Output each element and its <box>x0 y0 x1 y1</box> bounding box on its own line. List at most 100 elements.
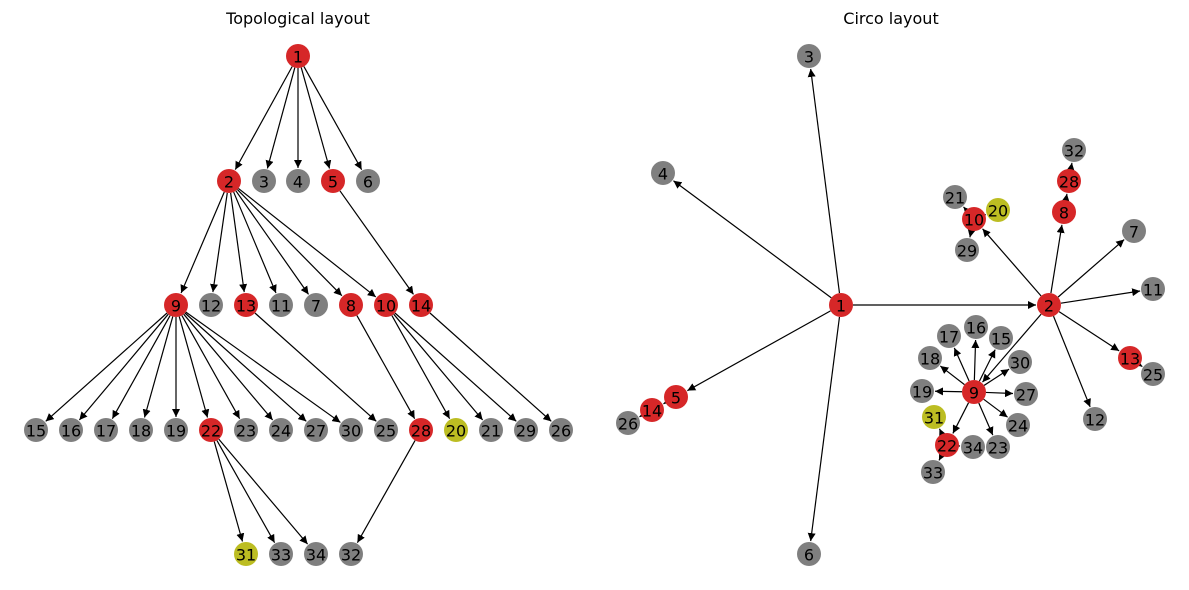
circo-node-26: 26 <box>616 411 640 435</box>
topological-edge-2-11 <box>233 191 277 294</box>
topological-node-circle-19 <box>164 418 188 442</box>
circo-node-circle-25 <box>1141 362 1165 386</box>
topological-node-circle-18 <box>129 418 153 442</box>
topological-node-circle-29 <box>514 418 538 442</box>
circo-edge-2-13 <box>1058 311 1120 352</box>
topological-node-circle-25 <box>374 418 398 442</box>
topological-node-1: 1 <box>286 44 310 68</box>
circo-node-circle-23 <box>986 435 1010 459</box>
circo-edge-10-21 <box>963 206 972 216</box>
circo-node-18: 18 <box>918 346 942 370</box>
topological-edge-1-2 <box>234 66 293 170</box>
circo-node-circle-20 <box>986 198 1010 222</box>
circo-node-circle-31 <box>922 405 946 429</box>
topological-edge-5-14 <box>339 190 414 295</box>
topological-edge-9-17 <box>111 315 171 419</box>
circo-node-label-9: 9 <box>969 384 979 403</box>
topological-edge-9-22 <box>178 316 210 418</box>
circo-edge-2-11 <box>1060 288 1141 304</box>
topological-node-9: 9 <box>164 293 188 317</box>
circo-node-circle-28 <box>1057 169 1081 193</box>
topological-node-label-4: 4 <box>293 173 303 192</box>
circo-node-4: 4 <box>651 161 675 185</box>
topological-edge-1-5 <box>300 67 332 169</box>
circo-node-circle-11 <box>1141 277 1165 301</box>
topological-node-circle-27 <box>304 418 328 442</box>
circo-edge-9-30 <box>983 368 1010 386</box>
topological-node-10: 10 <box>374 293 398 317</box>
topological-node-label-33: 33 <box>271 546 291 565</box>
circo-node-circle-2 <box>1037 293 1061 317</box>
topological-node-circle-6 <box>356 169 380 193</box>
topological-node-5: 5 <box>321 169 345 193</box>
topological-edge-10-29 <box>394 312 517 422</box>
circo-node-circle-22 <box>935 433 959 457</box>
topological-edge-2-8 <box>236 189 343 297</box>
circo-node-label-28: 28 <box>1059 173 1079 192</box>
circo-node-27: 27 <box>1014 382 1038 406</box>
topological-node-circle-26 <box>549 418 573 442</box>
circo-node-label-33: 33 <box>923 464 943 483</box>
topological-node-22: 22 <box>199 418 223 442</box>
circo-node-circle-19 <box>910 379 934 403</box>
circo-node-circle-3 <box>797 44 821 68</box>
topological-node-circle-5 <box>321 169 345 193</box>
circo-node-14: 14 <box>640 398 664 422</box>
circo-node-circle-27 <box>1014 382 1038 406</box>
topological-edge-22-33 <box>216 440 276 543</box>
circo-node-label-31: 31 <box>924 409 944 428</box>
topological-node-28: 28 <box>409 418 433 442</box>
circo-node-label-14: 14 <box>642 402 662 421</box>
topological-node-label-29: 29 <box>516 422 536 441</box>
circo-edge-13-25 <box>1133 358 1143 368</box>
circo-edge-5-14 <box>663 396 673 405</box>
circo-node-circle-15 <box>989 326 1013 350</box>
circo-edge-9-19 <box>934 387 963 396</box>
topological-node-8: 8 <box>339 293 363 317</box>
topological-node-33: 33 <box>269 542 293 566</box>
topological-edge-9-15 <box>45 312 168 422</box>
topological-node-label-2: 2 <box>224 173 234 192</box>
topological-node-label-6: 6 <box>363 173 373 192</box>
topological-node-7: 7 <box>304 293 328 317</box>
topological-edge-13-25 <box>254 312 377 422</box>
topological-node-23: 23 <box>234 418 258 442</box>
circo-edge-1-5 <box>687 310 831 392</box>
topological-node-6: 6 <box>356 169 380 193</box>
topological-node-circle-13 <box>234 293 258 317</box>
circo-node-6: 6 <box>797 542 821 566</box>
circo-node-10: 10 <box>962 207 986 231</box>
topological-node-circle-8 <box>339 293 363 317</box>
circo-node-circle-8 <box>1052 200 1076 224</box>
circo-edge-22-33 <box>938 451 947 461</box>
topological-node-label-24: 24 <box>271 422 291 441</box>
circo-node-32: 32 <box>1062 138 1086 162</box>
circo-edge-9-27 <box>985 389 1014 398</box>
circo-node-7: 7 <box>1122 219 1146 243</box>
circo-node-label-25: 25 <box>1143 366 1163 385</box>
circo-node-label-34: 34 <box>963 439 983 458</box>
circo-edge-8-28 <box>1061 193 1070 203</box>
circo-edge-9-23 <box>978 402 994 436</box>
topological-node-circle-28 <box>409 418 433 442</box>
topological-node-12: 12 <box>199 293 223 317</box>
circo-node-label-21: 21 <box>945 189 965 208</box>
topological-node-label-3: 3 <box>259 173 269 192</box>
topological-node-label-17: 17 <box>96 422 116 441</box>
circo-node-circle-17 <box>937 324 961 348</box>
topological-node-circle-23 <box>234 418 258 442</box>
topological-node-circle-34 <box>304 542 328 566</box>
circo-node-label-26: 26 <box>618 415 638 434</box>
topological-node-label-25: 25 <box>376 422 396 441</box>
topological-node-34: 34 <box>304 542 328 566</box>
circo-node-31: 31 <box>922 405 946 429</box>
topological-node-label-9: 9 <box>171 297 181 316</box>
topological-node-circle-3 <box>252 169 276 193</box>
topological-node-label-14: 14 <box>411 297 431 316</box>
topological-edge-2-9 <box>180 191 225 294</box>
